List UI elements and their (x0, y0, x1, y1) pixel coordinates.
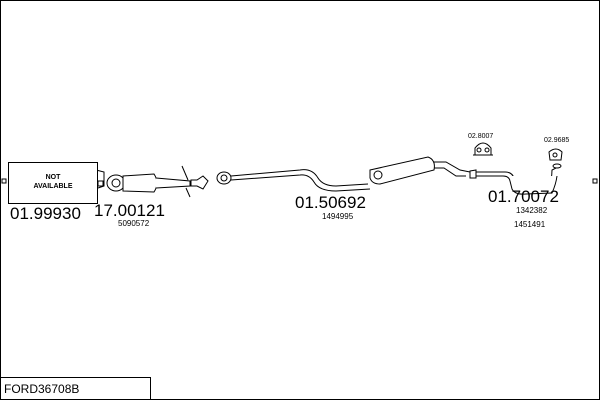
accessory-part-label: 02.9685 (544, 137, 570, 144)
drawing-code: FORD36708B (4, 382, 80, 396)
part-number-label: 01.70072 (488, 187, 559, 206)
part-number-label: 01.99930 (10, 204, 81, 223)
oe-reference-label: 1494995 (322, 212, 354, 221)
middle-silencer-shape (216, 156, 471, 192)
oe-reference-label: 5090572 (118, 219, 150, 228)
accessory-part-label: 02.8007 (468, 133, 494, 140)
left-marker (1, 178, 7, 184)
rubber-mount-shape-1 (473, 142, 493, 156)
front-pipe-shape (95, 169, 105, 189)
not-available-box: NOT AVAILABLE (8, 162, 98, 204)
oe-reference-label: 1342382 (516, 206, 548, 215)
not-available-line2: AVAILABLE (33, 183, 73, 190)
right-marker (592, 178, 598, 184)
catalytic-converter-shape (106, 165, 209, 198)
part-number-label: 01.50692 (295, 193, 366, 212)
drawing-code-box: FORD36708B (0, 377, 151, 399)
oe-reference-label: 1451491 (514, 220, 546, 229)
rubber-mount-shape-2 (548, 148, 563, 161)
not-available-line1: NOT (45, 174, 61, 182)
rear-silencer-shape (469, 163, 562, 195)
part-number-label: 17.00121 (94, 201, 165, 220)
